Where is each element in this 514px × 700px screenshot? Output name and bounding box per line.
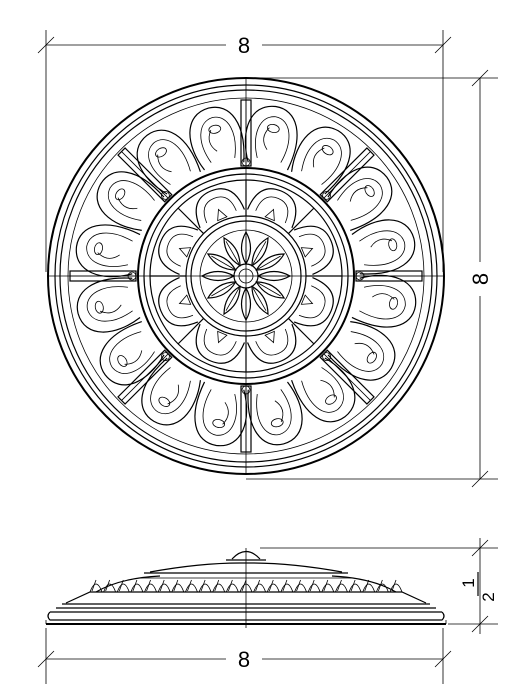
plan-height-dimension: 8 <box>246 69 498 488</box>
side-leaf-curl <box>95 575 161 593</box>
side-leaf <box>362 583 376 593</box>
side-leaf <box>225 583 239 593</box>
rosette-petal <box>223 236 241 267</box>
center-lines <box>48 78 444 474</box>
side-leaf <box>294 583 307 593</box>
side-leaf-vein <box>187 579 192 592</box>
arch <box>293 225 334 276</box>
rosette-petal <box>255 253 286 271</box>
rosette-petal <box>255 281 286 299</box>
acanthus-leaf <box>351 219 416 275</box>
side-leaf <box>307 583 321 593</box>
side-leaf <box>348 583 362 593</box>
side-leaf <box>280 583 294 593</box>
spoke <box>319 147 375 203</box>
side-width-label: 8 <box>238 647 250 672</box>
side-leaf-vein <box>105 579 111 592</box>
arch-divider <box>177 318 204 345</box>
side-leaf <box>212 583 226 593</box>
side-leaf-vein <box>200 579 206 592</box>
side-leaf <box>130 583 144 593</box>
arch-divider <box>177 207 204 234</box>
side-leaf-vein <box>337 579 342 592</box>
side-leaf-curl <box>331 575 397 593</box>
acanthus-leaf <box>247 381 303 446</box>
arch <box>195 188 246 229</box>
acanthus-leaf <box>136 129 201 195</box>
side-width-dimension: 8 <box>37 628 452 684</box>
side-leaf <box>171 583 185 593</box>
side-leaf-vein <box>323 579 329 592</box>
plan-width-dimension: 8 <box>37 30 452 272</box>
acanthus-leaf <box>327 166 393 231</box>
side-leaf <box>335 583 348 593</box>
side-leaf-vein <box>391 579 397 592</box>
acanthus-leaf <box>291 357 356 423</box>
plan-height-label: 8 <box>468 273 493 285</box>
acanthus-leaf <box>189 106 245 171</box>
arch <box>158 276 199 327</box>
arch <box>158 225 199 276</box>
side-leaf <box>116 583 130 593</box>
arch <box>246 323 297 364</box>
arch <box>246 188 297 229</box>
rosette-petal <box>206 253 237 271</box>
side-leaf <box>198 583 212 593</box>
side-leaf <box>157 583 171 593</box>
side-leaf <box>253 583 267 593</box>
side-leaf-vein <box>146 579 151 592</box>
rosette-petal <box>251 236 269 267</box>
side-leaf-vein <box>255 579 261 592</box>
spoke <box>117 147 173 203</box>
side-leaf-vein <box>268 579 274 592</box>
side-leaf-vein <box>214 579 220 592</box>
side-view: 1 2 8 <box>37 538 498 684</box>
side-leaf <box>266 583 280 593</box>
side-leaf-vein <box>296 579 301 592</box>
side-leaf-vein <box>309 579 315 592</box>
side-leaf-vein <box>364 579 370 592</box>
acanthus-leaf <box>99 321 165 386</box>
side-profile <box>45 548 447 628</box>
side-height-dimension: 1 2 <box>260 538 498 634</box>
fraction-denominator: 2 <box>479 592 498 601</box>
plan-width-label: 8 <box>238 33 250 58</box>
side-leaf <box>144 583 157 593</box>
side-leaf <box>103 583 117 593</box>
side-leaf <box>321 583 335 593</box>
arch-divider <box>288 318 315 345</box>
side-leaf-vein <box>350 579 356 592</box>
side-height-fraction: 1 2 <box>459 572 498 602</box>
side-leaf-vein <box>159 579 165 592</box>
side-leaf-vein <box>132 579 138 592</box>
rosette-petal <box>251 285 269 316</box>
side-leaf <box>375 583 389 593</box>
side-leaf-vein <box>227 579 233 592</box>
arch-divider <box>288 207 315 234</box>
acanthus-leaf <box>76 277 141 333</box>
spoke <box>117 349 173 405</box>
side-leaf-vein <box>173 579 179 592</box>
plan-view: 8 8 <box>37 30 498 488</box>
side-leaf-vein <box>377 579 383 592</box>
side-leaf-vein <box>241 579 247 592</box>
arch <box>195 323 246 364</box>
arch <box>293 276 334 327</box>
rosette-petal <box>223 285 241 316</box>
rosette-petal <box>206 281 237 299</box>
fraction-numerator: 1 <box>459 578 478 587</box>
side-leaf <box>185 583 198 593</box>
side-leaf-vein <box>91 579 97 592</box>
side-leaf-vein <box>282 579 288 592</box>
spoke <box>319 349 375 405</box>
